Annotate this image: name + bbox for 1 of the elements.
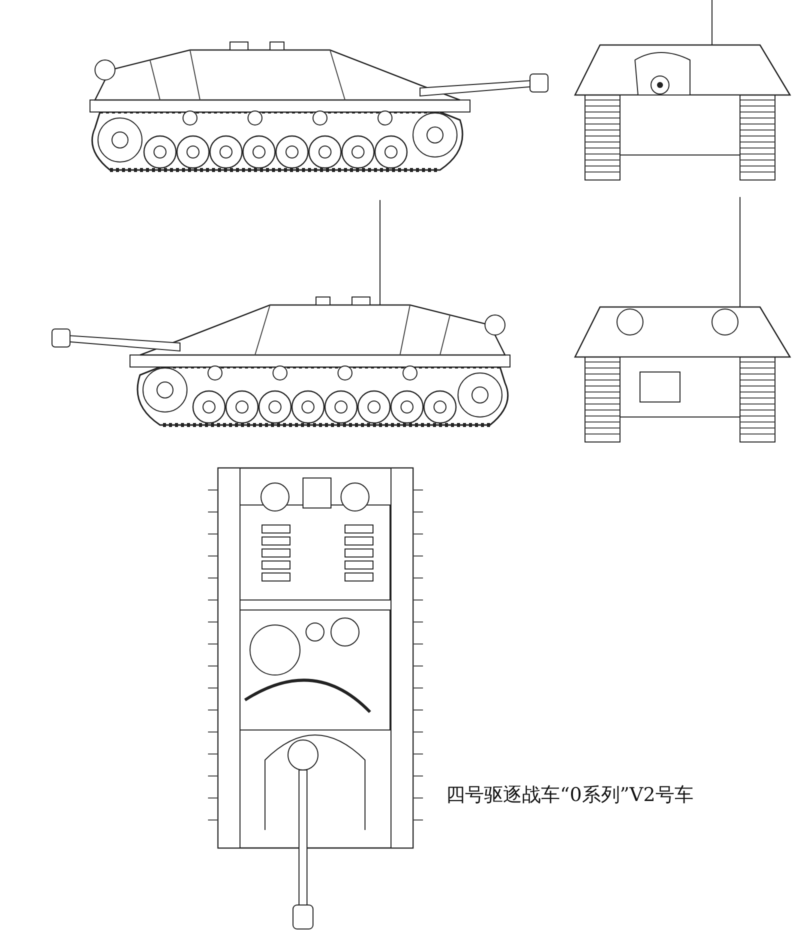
caption: 四号驱逐战车“0系列”V2号车 (446, 783, 694, 808)
